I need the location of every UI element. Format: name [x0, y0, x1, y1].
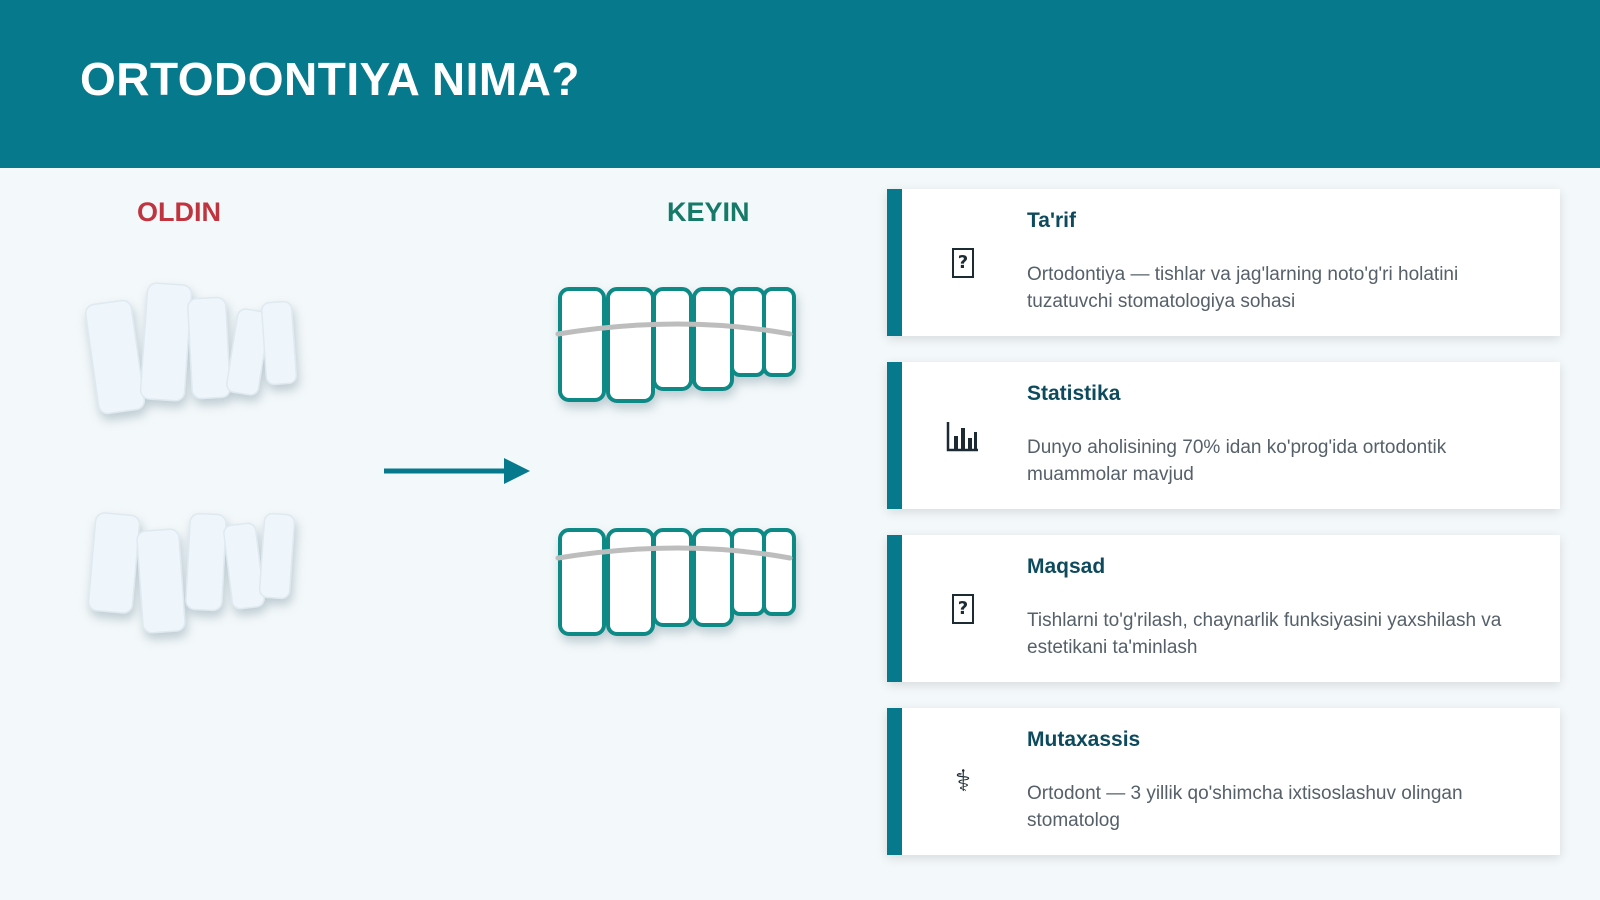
before-tooth: [185, 512, 227, 612]
before-tooth: [226, 308, 270, 396]
after-tooth: [730, 528, 766, 616]
after-tooth: [558, 287, 606, 402]
after-tooth: [762, 528, 796, 616]
card-accent-bar: [887, 535, 902, 682]
after-tooth: [606, 287, 655, 403]
card-description: Ortodontiya — tishlar va jag'larning not…: [1027, 264, 1459, 312]
header-banner: ORTODONTIYA NIMA?: [0, 0, 1600, 168]
card-description: Dunyo aholisining 70% idan ko'prog'ida o…: [1027, 437, 1447, 485]
arrow-icon: [384, 458, 530, 484]
after-tooth: [606, 528, 655, 636]
page-title: ORTODONTIYA NIMA?: [80, 53, 581, 105]
card-statistika: Statistika Dunyo aholisining 70% idan ko…: [887, 362, 1560, 509]
after-lower-teeth: [558, 528, 796, 636]
before-tooth: [84, 299, 146, 415]
after-tooth: [692, 287, 734, 391]
before-tooth: [223, 522, 265, 610]
before-lower-teeth: [87, 512, 296, 634]
question-box-icon: ?: [923, 189, 1003, 336]
after-label: KEYIN: [667, 197, 750, 227]
card-accent-bar: [887, 708, 902, 855]
caduceus-icon: ⚕: [954, 764, 972, 799]
after-upper-teeth: [558, 287, 796, 403]
before-tooth: [258, 512, 296, 600]
bar-chart-icon: [923, 362, 1003, 509]
after-tooth: [558, 528, 606, 636]
card-title: Statistika: [1027, 382, 1121, 405]
question-box-icon: ?: [923, 535, 1003, 682]
card-description: Ortodont — 3 yillik qo'shimcha ixtisosla…: [1027, 783, 1463, 831]
card-accent-bar: [887, 362, 902, 509]
after-tooth: [652, 287, 693, 391]
card-title: Mutaxassis: [1027, 728, 1141, 751]
before-tooth: [260, 300, 298, 386]
card-tarif: ? Ta'rif Ortodontiya — tishlar va jag'la…: [887, 189, 1560, 336]
card-title: Maqsad: [1027, 555, 1106, 578]
before-tooth: [136, 528, 186, 634]
card-description: Tishlarni to'g'rilash, chaynarlik funksi…: [1027, 610, 1502, 658]
card-title: Ta'rif: [1027, 209, 1076, 232]
before-upper-teeth: [84, 282, 298, 415]
after-tooth: [652, 528, 693, 627]
after-tooth: [730, 287, 766, 377]
upper-brace-wire: [555, 321, 793, 337]
after-tooth: [692, 528, 734, 627]
card-maqsad: ? Maqsad Tishlarni to'g'rilash, chaynarl…: [887, 535, 1560, 682]
card-accent-bar: [887, 189, 902, 336]
before-label: OLDIN: [137, 197, 221, 227]
before-tooth: [139, 282, 193, 402]
card-mutaxassis: ⚕ Mutaxassis Ortodont — 3 yillik qo'shim…: [887, 708, 1560, 855]
teeth-illustration: [84, 282, 796, 636]
before-tooth: [87, 512, 141, 614]
before-tooth: [187, 296, 231, 400]
lower-brace-wire: [555, 545, 793, 561]
